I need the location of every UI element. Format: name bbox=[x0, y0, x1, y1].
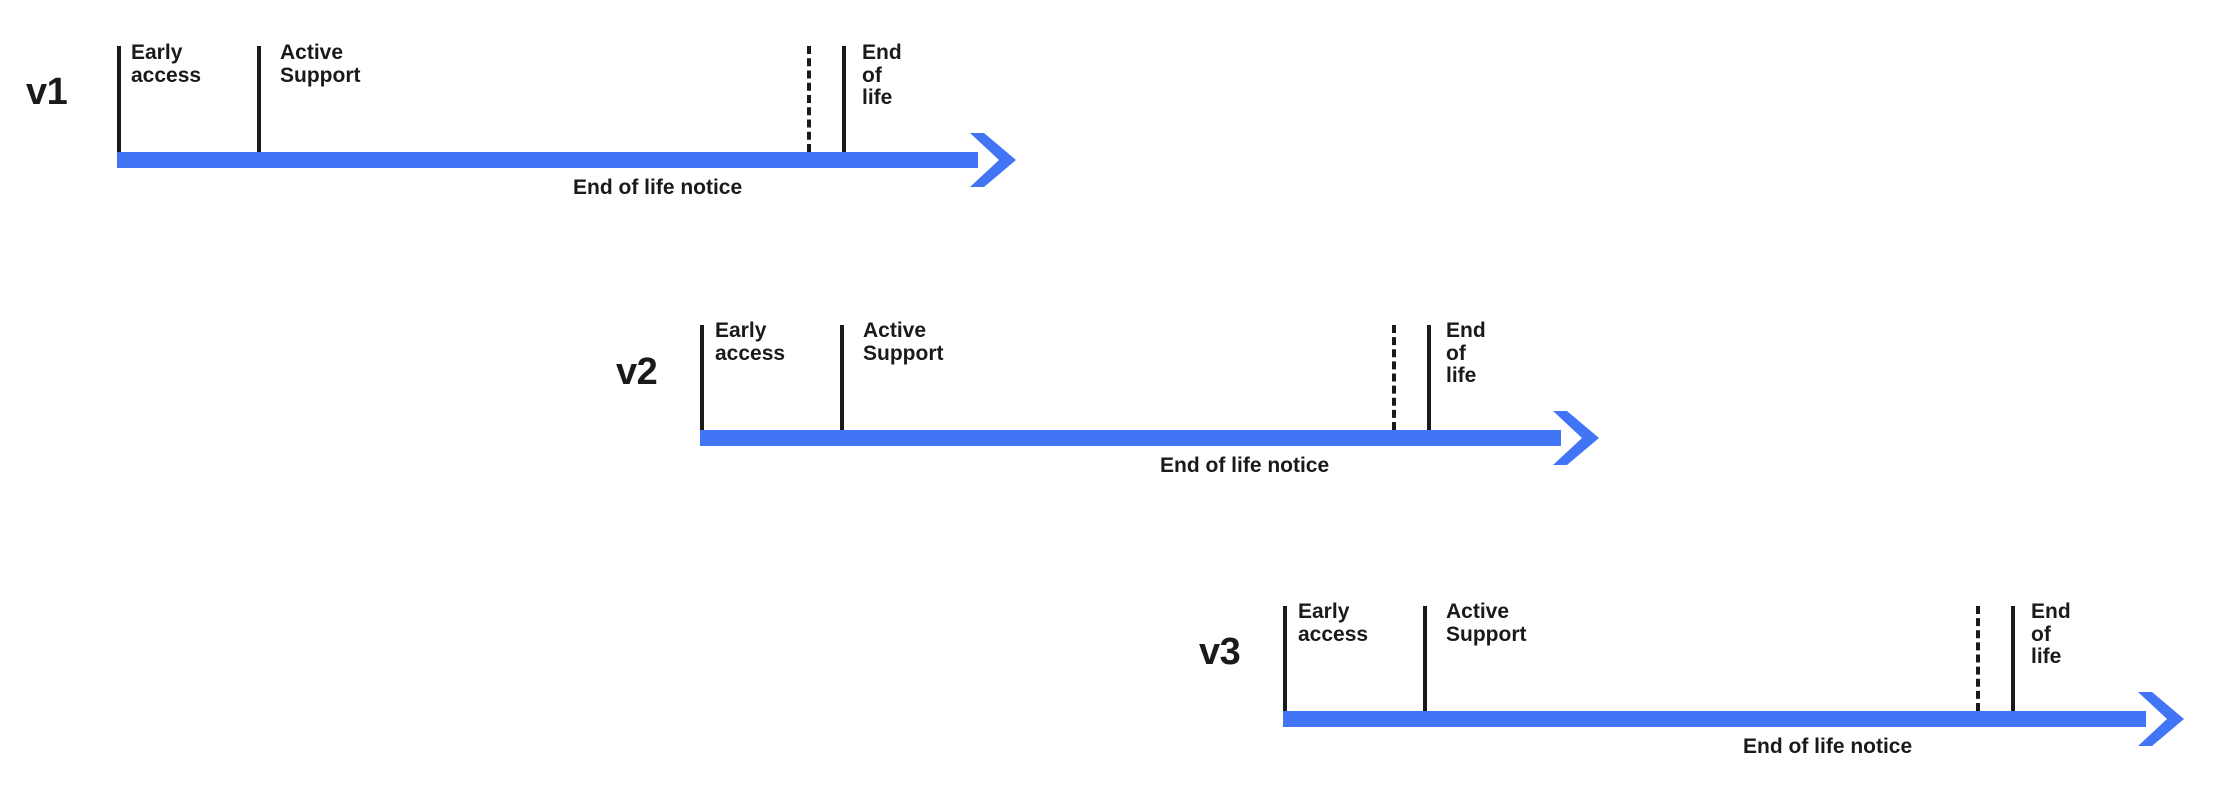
timeline-arrowhead bbox=[1553, 411, 1599, 465]
phase-divider-active-support bbox=[840, 325, 844, 430]
phase-label-early-access: Early access bbox=[1298, 600, 1369, 646]
version-label-v1: v1 bbox=[26, 71, 68, 113]
phase-divider-active-support bbox=[257, 46, 261, 152]
end-of-life-notice-divider bbox=[807, 46, 811, 152]
timeline-bar bbox=[1283, 711, 2146, 727]
timeline-arrowhead bbox=[2138, 692, 2184, 746]
end-of-life-notice-label: End of life notice bbox=[1743, 735, 1913, 758]
phase-label-active-support: Active Support bbox=[863, 319, 944, 365]
end-of-life-notice-label: End of life notice bbox=[573, 176, 743, 199]
phase-divider-early-access bbox=[1283, 606, 1287, 711]
phase-divider-end-of-life bbox=[2011, 606, 2015, 711]
end-of-life-notice-label: End of life notice bbox=[1160, 454, 1330, 477]
phase-divider-end-of-life bbox=[1427, 325, 1431, 430]
timeline-arrow-v1 bbox=[117, 133, 1016, 187]
timeline-bar bbox=[117, 152, 978, 168]
phase-label-active-support: Active Support bbox=[280, 41, 361, 87]
version-label-v2: v2 bbox=[616, 351, 658, 393]
timeline-arrowhead bbox=[970, 133, 1016, 187]
phase-label-early-access: Early access bbox=[715, 319, 786, 365]
phase-divider-early-access bbox=[700, 325, 704, 430]
phase-divider-early-access bbox=[117, 46, 121, 152]
end-of-life-notice-divider bbox=[1976, 606, 1980, 711]
timeline-arrow-v3 bbox=[1283, 692, 2184, 746]
phase-label-end-of-life: End of life bbox=[862, 41, 902, 110]
phase-divider-active-support bbox=[1423, 606, 1427, 711]
version-label-v3: v3 bbox=[1199, 631, 1241, 673]
phase-label-end-of-life: End of life bbox=[1446, 319, 1486, 388]
phase-divider-end-of-life bbox=[842, 46, 846, 152]
phase-label-active-support: Active Support bbox=[1446, 600, 1527, 646]
timeline-bar bbox=[700, 430, 1561, 446]
phase-label-end-of-life: End of life bbox=[2031, 600, 2071, 669]
end-of-life-notice-divider bbox=[1392, 325, 1396, 430]
timeline-arrow-v2 bbox=[700, 411, 1599, 465]
phase-label-early-access: Early access bbox=[131, 41, 202, 87]
